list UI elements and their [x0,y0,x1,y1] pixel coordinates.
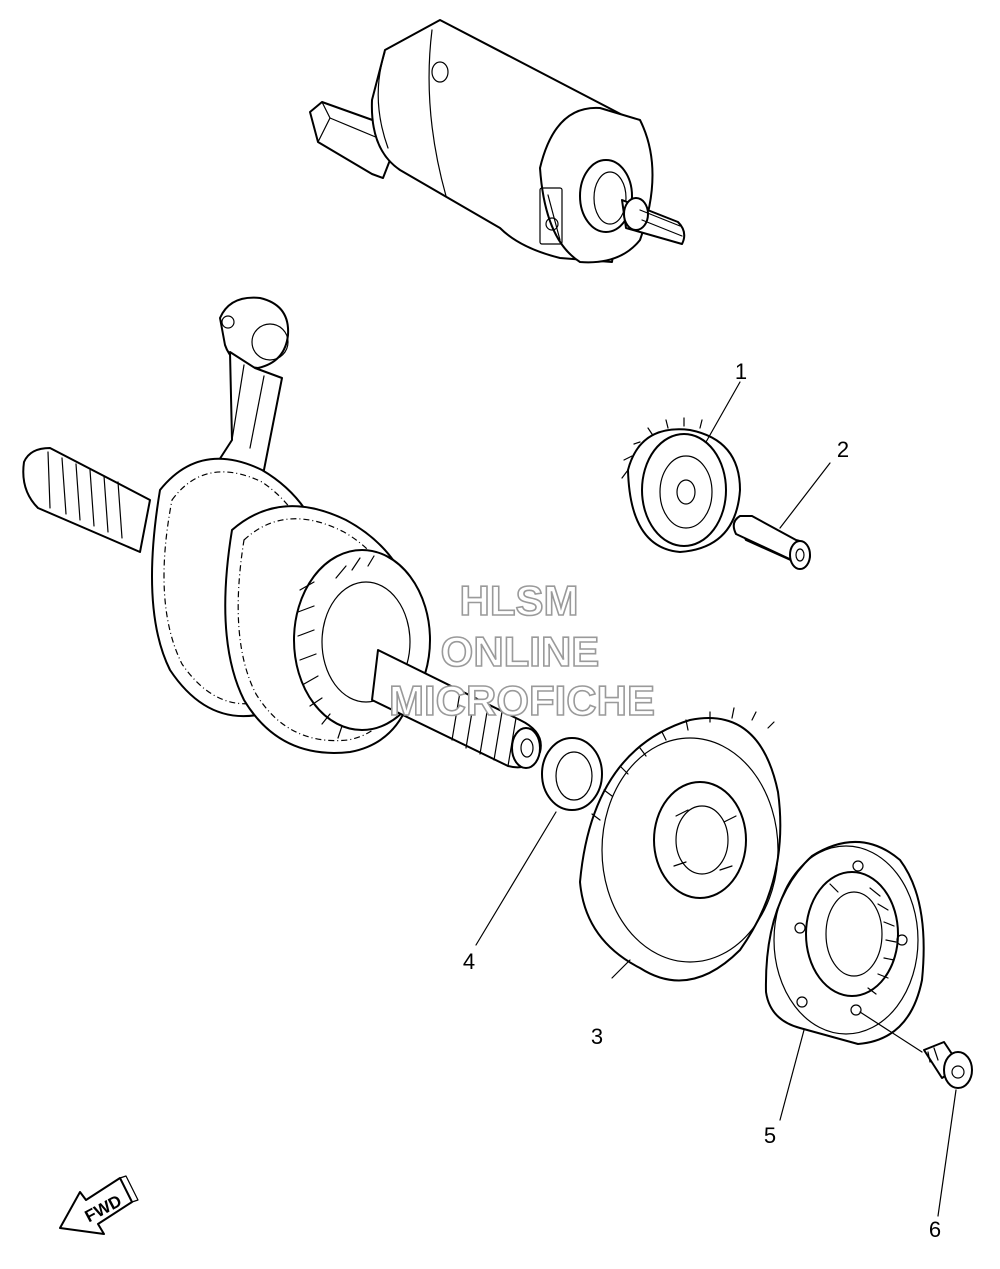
watermark-line2: ONLINE [441,628,600,675]
callout-4: 4 [463,949,475,974]
watermark-line1: HLSM [460,577,579,624]
crankshaft-assembly [22,296,542,769]
starter-idler-gear [621,417,741,553]
watermark: HLSM ONLINE MICROFICHE [388,576,656,725]
washer [541,737,603,811]
callout-5: 5 [764,1123,776,1148]
callout-6: 6 [929,1217,941,1242]
starter-clutch-assembly [764,840,925,1045]
callout-labels: 1 2 3 4 5 6 [463,359,941,1242]
watermark-line3: MICROFICHE [389,677,655,724]
idler-gear-shaft [732,515,811,570]
bolt [923,1041,973,1089]
callout-3: 3 [591,1024,603,1049]
leader-lines [475,381,957,1217]
callout-1: 1 [735,359,747,384]
callout-2: 2 [837,437,849,462]
fwd-arrow-icon: FWD [59,1175,139,1235]
starter-wheel-gear [579,707,782,982]
starter-motor [309,19,686,264]
